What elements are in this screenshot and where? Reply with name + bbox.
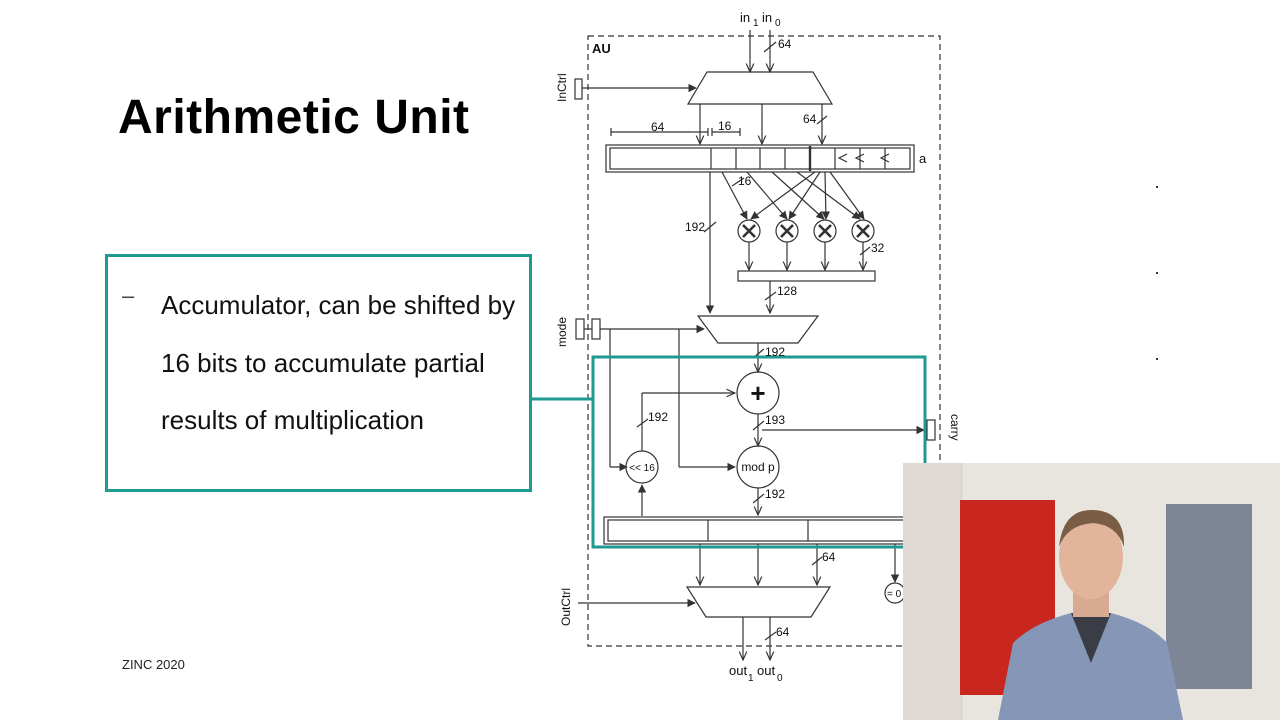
footer-label: ZINC 2020: [122, 657, 185, 672]
out1-label: out: [729, 663, 747, 678]
width-sum-bus: 128: [777, 284, 797, 298]
carry-label: carry: [948, 414, 962, 441]
width-out-bus: 64: [776, 625, 790, 639]
slide-dot-1: [1156, 186, 1158, 188]
bullet-dash: –: [122, 283, 135, 308]
presenter-video: [903, 463, 1280, 720]
au-label: AU: [592, 41, 611, 56]
width-shift-bus: 192: [648, 410, 668, 424]
presenter-head: [1059, 515, 1123, 599]
mode-port: [575, 318, 585, 340]
in0-label: in: [762, 10, 772, 25]
width-acc-out: 64: [822, 550, 836, 564]
width-mux-out: 192: [765, 345, 785, 359]
shift-label: << 16: [629, 463, 655, 474]
in1-sub: 1: [753, 18, 759, 29]
width-a-mid: 16: [718, 119, 732, 133]
gray-panel: [1166, 504, 1252, 689]
presenter-shirt: [998, 613, 1183, 720]
width-a-out: 16: [738, 174, 752, 188]
mode-label: mode: [555, 317, 569, 347]
outctrl-label: OutCtrl: [559, 588, 573, 626]
output-mux: [685, 586, 832, 618]
slide-dot-3: [1156, 358, 1158, 360]
product-register: [737, 270, 876, 282]
slide-title: Arithmetic Unit: [118, 91, 470, 144]
slide-dot-2: [1156, 272, 1158, 274]
middle-mux: [696, 315, 820, 344]
width-in-bus: 64: [778, 37, 792, 51]
width-a-right: 64: [803, 112, 817, 126]
carry-port: [926, 419, 936, 441]
zero-label: = 0: [887, 589, 902, 600]
out0-sub: 0: [777, 673, 783, 684]
width-feed: 192: [685, 220, 705, 234]
width-mod-out: 192: [765, 487, 785, 501]
in0-sub: 0: [775, 18, 781, 29]
register-a: [605, 144, 915, 173]
in-bus-slash: [763, 41, 777, 53]
inctrl-port: [574, 78, 583, 100]
width-a-left: 64: [651, 120, 665, 134]
accumulator-highlight: [591, 355, 927, 549]
mod-label: mod p: [741, 460, 775, 474]
register-a-label: a: [919, 151, 927, 166]
inctrl-label: InCtrl: [555, 73, 569, 102]
out1-sub: 1: [748, 673, 754, 684]
adder-symbol: +: [750, 378, 765, 408]
presenter-webcam-frame: [903, 463, 1280, 720]
width-add-out: 193: [765, 413, 785, 427]
accumulator-register: [603, 516, 915, 545]
out0-label: out: [757, 663, 775, 678]
bullet-text: Accumulator, can be shifted by 16 bits t…: [161, 290, 516, 435]
input-mux: [686, 71, 834, 105]
width-mul-out: 32: [871, 241, 885, 255]
bullet-callout-box: – Accumulator, can be shifted by 16 bits…: [105, 254, 532, 492]
au-block-border: [587, 35, 941, 647]
in1-label: in: [740, 10, 750, 25]
